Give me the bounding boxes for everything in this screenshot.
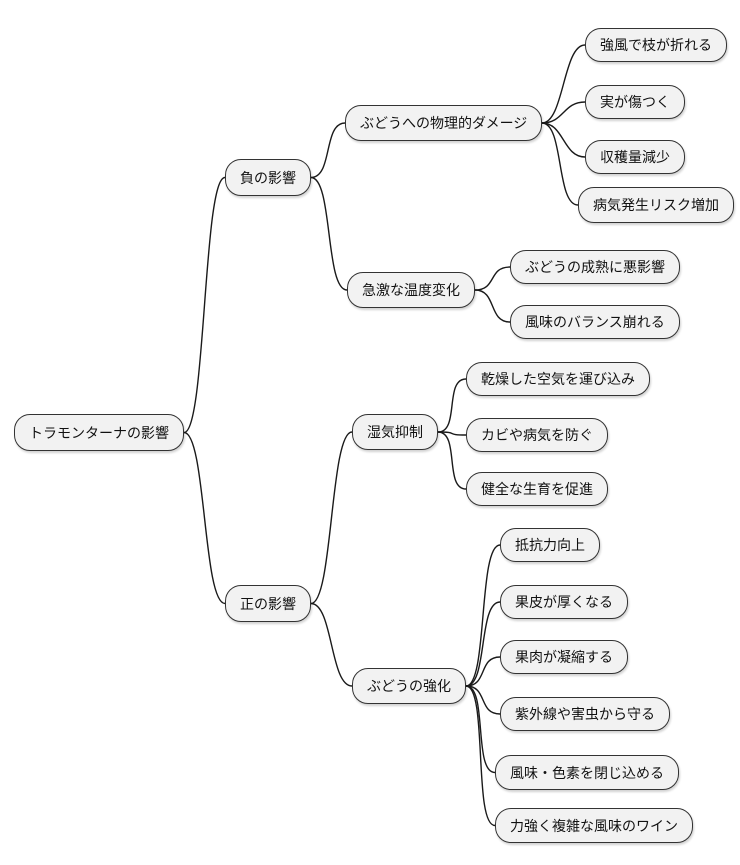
mindmap-node-positive-effects: 正の影響	[225, 585, 311, 622]
mindmap-leaf-yield-decrease: 収穫量減少	[585, 140, 685, 174]
mindmap-leaf-prevent-mold: カビや病気を防ぐ	[466, 418, 608, 452]
mindmap-node-physical-damage: ぶどうへの物理的ダメージ	[345, 105, 543, 141]
mindmap-leaf-disease-risk: 病気発生リスク増加	[578, 187, 734, 223]
mindmap-node-negative-effects: 負の影響	[225, 159, 311, 196]
mindmap-leaf-fruit-damaged: 実が傷つく	[585, 85, 685, 119]
mindmap-node-grape-strengthening: ぶどうの強化	[352, 668, 466, 704]
mindmap-node-root: トラモンターナの影響	[14, 414, 184, 451]
mindmap-node-temperature-change: 急激な温度変化	[347, 272, 475, 308]
mindmap-node-humidity-suppression: 湿気抑制	[352, 414, 438, 450]
mindmap-leaf-dry-air: 乾燥した空気を運び込み	[466, 362, 650, 396]
mindmap-leaf-thicker-skin: 果皮が厚くなる	[500, 585, 628, 619]
mindmap-leaf-resistance: 抵抗力向上	[500, 528, 600, 562]
mindmap-leaf-uv-pest-protection: 紫外線や害虫から守る	[500, 697, 670, 731]
mindmap-leaf-condensed-flesh: 果肉が凝縮する	[500, 640, 628, 674]
mindmap-leaf-seal-flavor-pigment: 風味・色素を閉じ込める	[495, 755, 679, 790]
mindmap-leaf-flavor-balance: 風味のバランス崩れる	[510, 305, 680, 339]
mindmap-leaf-ripening-impact: ぶどうの成熟に悪影響	[510, 250, 680, 284]
mindmap-leaf-complex-wine: 力強く複雑な風味のワイン	[495, 808, 693, 843]
mindmap-leaf-healthy-growth: 健全な生育を促進	[466, 472, 608, 506]
mindmap-leaf-branches-break: 強風で枝が折れる	[585, 28, 727, 62]
